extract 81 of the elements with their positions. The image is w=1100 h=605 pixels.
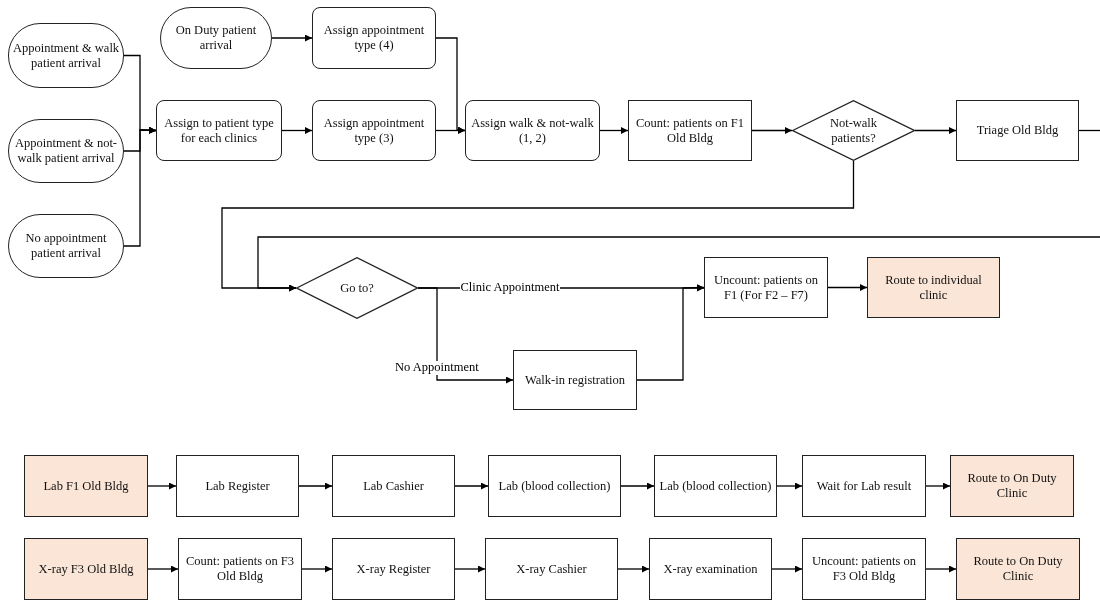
step-label: X-ray F3 Old Bldg xyxy=(37,561,135,577)
step-label: X-ray Register xyxy=(355,561,432,577)
process-box xyxy=(513,350,637,410)
process-box xyxy=(802,538,926,600)
process-box xyxy=(176,455,299,517)
arrow xyxy=(147,565,179,573)
process-box xyxy=(24,455,148,517)
arrow xyxy=(417,287,514,384)
step-label: X-ray examination xyxy=(662,561,759,577)
arrow xyxy=(925,565,957,573)
edge-label: No Appointment xyxy=(394,361,480,375)
process-box xyxy=(956,538,1080,600)
process-box xyxy=(178,538,302,600)
step-label: Not-walk patients? xyxy=(828,115,879,146)
process-box xyxy=(654,455,777,517)
arrow xyxy=(776,482,803,490)
process-box xyxy=(488,455,621,517)
connector-line xyxy=(1078,129,1100,132)
arrow xyxy=(914,127,957,134)
process-box xyxy=(485,538,618,600)
arrow xyxy=(123,126,157,247)
process-box xyxy=(628,100,752,161)
step-label: Walk-in registration xyxy=(524,372,626,388)
arrow xyxy=(221,160,855,292)
step-label: Appointment & not-walk patient arrival xyxy=(13,136,119,166)
arrow xyxy=(454,565,486,573)
step-label: Route to individual clinic xyxy=(884,272,983,303)
edge-label: Clinic Appointment xyxy=(459,281,561,295)
process-box xyxy=(950,455,1074,517)
step-label: X-ray Cashier xyxy=(515,561,588,577)
process-box xyxy=(156,100,282,161)
process-box xyxy=(956,100,1079,161)
arrow xyxy=(617,565,650,573)
step-label: Lab F1 Old Bldg xyxy=(42,478,130,494)
arrow xyxy=(257,236,1100,292)
arrow xyxy=(636,284,705,381)
decision-diamond xyxy=(792,100,915,161)
process-box xyxy=(24,538,148,600)
step-label: Assign walk & not-walk (1, 2) xyxy=(470,115,595,146)
decision-diamond xyxy=(296,257,418,319)
arrow xyxy=(827,284,868,291)
step-label: Triage Old Bldg xyxy=(975,123,1060,138)
arrow xyxy=(454,482,489,490)
step-label: On Duty patient arrival xyxy=(174,23,258,53)
arrow xyxy=(620,482,655,490)
step-label: Count: patients on F1 Old Bldg xyxy=(635,115,745,146)
process-box xyxy=(649,538,772,600)
step-label: Appointment & walk patient arrival xyxy=(11,40,121,71)
arrow xyxy=(751,127,793,134)
arrow xyxy=(771,565,803,573)
arrow xyxy=(599,127,629,134)
step-label: Wait for Lab result xyxy=(815,478,913,494)
step-label: Lab Cashier xyxy=(362,478,425,494)
step-label: Go to? xyxy=(339,280,375,296)
process-box xyxy=(704,257,828,318)
arrow xyxy=(435,127,466,134)
step-label: Count: patients on F3 Old Bldg xyxy=(185,554,295,584)
arrow xyxy=(301,565,333,573)
step-label: Lab Register xyxy=(204,478,271,494)
process-box xyxy=(867,257,1000,318)
step-label: Lab (blood collection) xyxy=(658,478,773,494)
process-box xyxy=(332,538,455,600)
arrow xyxy=(281,127,313,134)
step-label: Assign to patient type for each clinics xyxy=(163,115,275,146)
process-box xyxy=(802,455,926,517)
step-label: No appointment patient arrival xyxy=(24,231,108,261)
process-box xyxy=(312,100,436,161)
step-label: Route to On Duty Clinic xyxy=(966,471,1058,501)
process-box xyxy=(332,455,455,517)
step-label: Lab (blood collection) xyxy=(497,478,612,494)
process-box xyxy=(465,100,600,161)
step-label: Assign appointment type (3) xyxy=(322,115,426,146)
step-label: Route to On Duty Clinic xyxy=(972,554,1064,584)
step-label: Uncount: patients on F3 Old Bldg xyxy=(810,554,918,584)
arrow xyxy=(925,482,951,490)
arrow xyxy=(147,482,177,490)
process-box xyxy=(312,7,436,69)
step-label: Uncount: patients on F1 (For F2 – F7) xyxy=(712,272,820,303)
arrow xyxy=(298,482,333,490)
step-label: Assign appointment type (4) xyxy=(322,23,426,53)
arrow xyxy=(271,34,313,42)
